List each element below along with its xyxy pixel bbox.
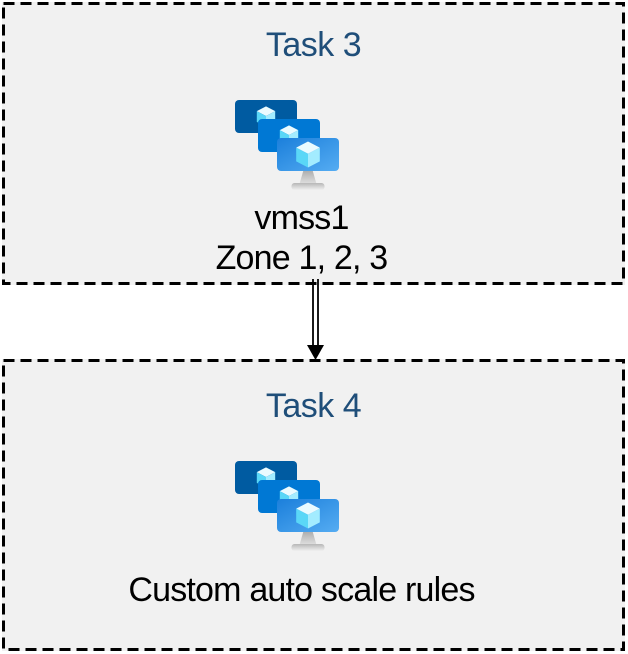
zones-label: Zone 1, 2, 3 — [215, 239, 389, 277]
vm-scale-set-icon — [235, 461, 339, 551]
task4-box: Task 4 Custom auto scale rules — [2, 359, 625, 651]
vm-scale-set-icon-svg — [235, 461, 339, 551]
autoscale-rules-label: Custom auto scale rules — [128, 571, 475, 609]
arrowhead-icon — [307, 345, 324, 360]
task3-caption: vmss1 Zone 1, 2, 3 — [0, 198, 613, 278]
vmss-name-label: vmss1 — [254, 199, 349, 237]
task4-title: Task 4 — [265, 387, 362, 425]
vm-scale-set-icon — [235, 100, 339, 190]
task3-box: Task 3 vmss1 Zone 1, 2, 3 — [2, 2, 625, 285]
task3-title: Task 3 — [265, 26, 362, 64]
task4-caption: Custom auto scale rules — [0, 570, 613, 610]
vm-scale-set-icon-svg — [235, 100, 339, 190]
flow-arrow — [307, 279, 324, 360]
